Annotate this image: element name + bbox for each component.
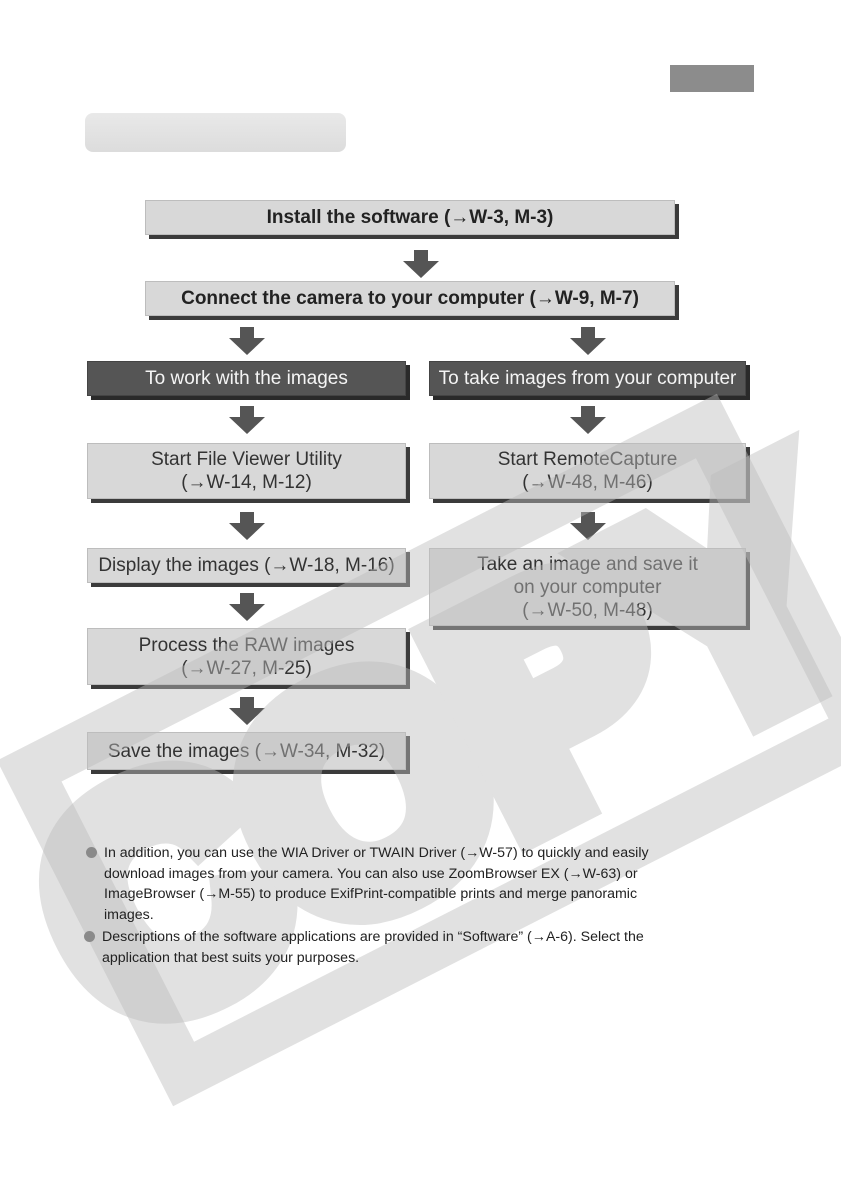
start-file-viewer-ref: (→W-14, M-12) bbox=[181, 472, 312, 493]
down-arrow-icon bbox=[570, 512, 606, 540]
note-item: Descriptions of the software application… bbox=[84, 927, 736, 968]
bullet-icon bbox=[84, 931, 95, 942]
note-line: download images from your camera. You ca… bbox=[104, 865, 638, 882]
note-line: images. bbox=[104, 906, 154, 923]
save-images-step: Save the images (→W-34, M-32) bbox=[87, 732, 406, 770]
install-software-label: Install the software (→W-3, M-3) bbox=[266, 207, 554, 228]
start-file-viewer-step: Start File Viewer Utility (→W-14, M-12) bbox=[87, 443, 406, 499]
display-images-label: Display the images (→W-18, M-16) bbox=[98, 555, 395, 576]
process-raw-step: Process the RAW images (→W-27, M-25) bbox=[87, 628, 406, 685]
start-remotecapture-ref: (→W-48, M-46) bbox=[522, 472, 653, 493]
note-item: In addition, you can use the WIA Driver … bbox=[86, 843, 736, 925]
install-software-step: Install the software (→W-3, M-3) bbox=[145, 200, 675, 235]
down-arrow-icon bbox=[229, 697, 265, 725]
down-arrow-icon bbox=[229, 593, 265, 621]
down-arrow-icon bbox=[403, 250, 439, 278]
note-line: ImageBrowser (→M-55) to produce ExifPrin… bbox=[104, 886, 638, 902]
display-images-step: Display the images (→W-18, M-16) bbox=[87, 548, 406, 583]
take-images-header: To take images from your computer bbox=[429, 361, 746, 396]
work-with-images-header: To work with the images bbox=[87, 361, 406, 396]
take-and-save-ref: (→W-50, M-48) bbox=[522, 599, 653, 621]
down-arrow-icon bbox=[229, 327, 265, 355]
bullet-icon bbox=[86, 847, 97, 858]
take-and-save-step: Take an image and save it on your comput… bbox=[429, 548, 746, 626]
work-with-images-label: To work with the images bbox=[145, 368, 348, 389]
section-tab-marker bbox=[670, 65, 754, 92]
process-raw-ref: (→W-27, M-25) bbox=[181, 657, 312, 679]
down-arrow-icon bbox=[570, 406, 606, 434]
start-file-viewer-label: Start File Viewer Utility bbox=[151, 449, 342, 470]
connect-camera-label: Connect the camera to your computer (→W-… bbox=[181, 288, 639, 309]
down-arrow-icon bbox=[570, 327, 606, 355]
section-heading-bar bbox=[85, 113, 346, 152]
down-arrow-icon bbox=[229, 406, 265, 434]
start-remotecapture-label: Start RemoteCapture bbox=[497, 449, 678, 470]
notes-section: In addition, you can use the WIA Driver … bbox=[84, 843, 736, 970]
down-arrow-icon bbox=[229, 512, 265, 540]
process-raw-label: Process the RAW images bbox=[138, 634, 355, 656]
take-and-save-line2: on your computer bbox=[513, 576, 662, 598]
start-remotecapture-step: Start RemoteCapture (→W-48, M-46) bbox=[429, 443, 746, 499]
note-line: application that best suits your purpose… bbox=[102, 949, 360, 966]
take-and-save-line1: Take an image and save it bbox=[477, 553, 698, 575]
take-images-label: To take images from your computer bbox=[438, 368, 737, 389]
connect-camera-step: Connect the camera to your computer (→W-… bbox=[145, 281, 675, 316]
save-images-label: Save the images (→W-34, M-32) bbox=[107, 740, 386, 762]
note-line: In addition, you can use the WIA Driver … bbox=[104, 845, 649, 861]
note-line: Descriptions of the software application… bbox=[102, 929, 644, 945]
